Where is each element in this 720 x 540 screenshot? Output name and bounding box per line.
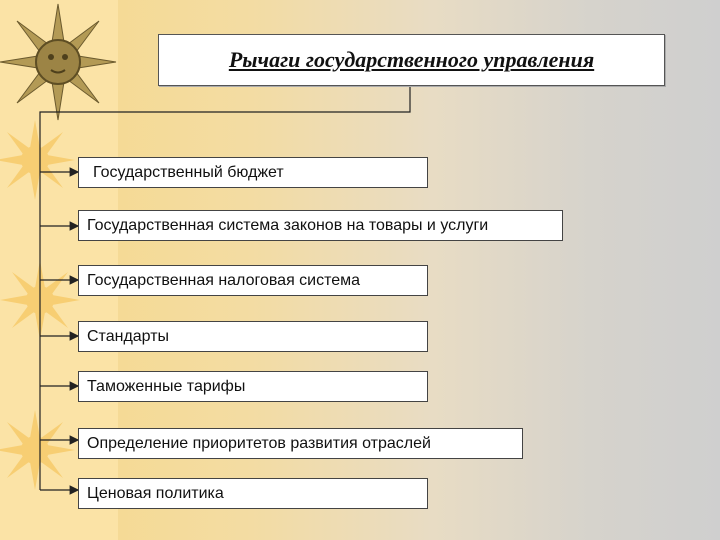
- lever-standards: Стандарты: [78, 321, 428, 352]
- title-box: Рычаги государственного управления: [158, 34, 665, 86]
- trunk-line: [39, 84, 411, 490]
- lever-customs-tariffs: Таможенные тарифы: [78, 371, 428, 402]
- lever-budget: Государственный бюджет: [78, 157, 428, 188]
- sun-decorations: [0, 3, 117, 490]
- lever-industry-priorities: Определение приоритетов развития отрасле…: [78, 428, 523, 459]
- diagram-title: Рычаги государственного управления: [228, 47, 595, 72]
- lever-tax-system: Государственная налоговая система: [78, 265, 428, 296]
- sun-face-icon: [0, 3, 117, 121]
- lever-laws: Государственная система законов на товар…: [78, 210, 563, 241]
- lever-price-policy: Ценовая политика: [78, 478, 428, 509]
